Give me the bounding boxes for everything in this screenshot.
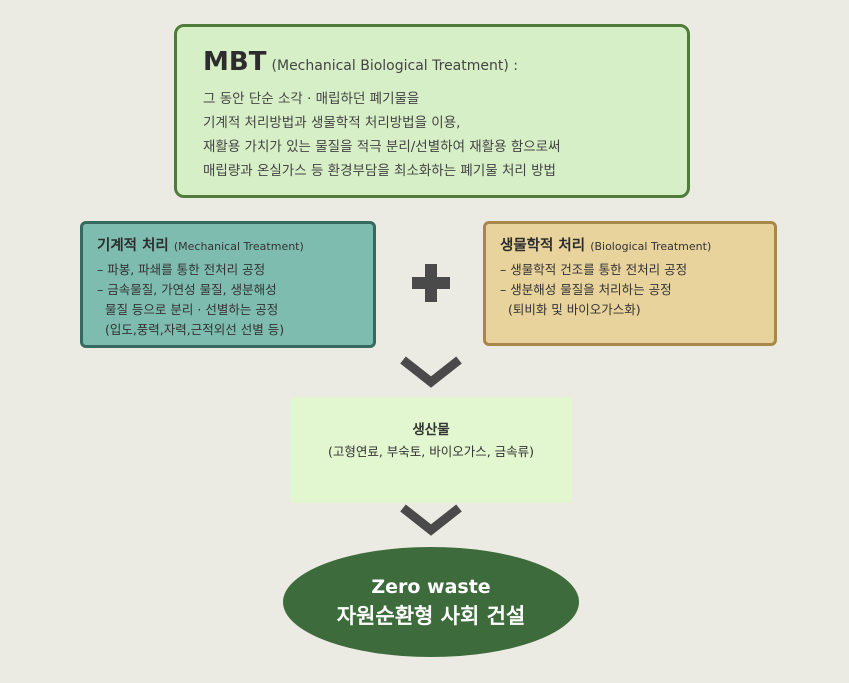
mechanical-title: 기계적 처리 (Mechanical Treatment) <box>97 234 363 258</box>
arrow-down-icon <box>400 504 462 536</box>
biological-line: – 생분해성 물질을 처리하는 공정 <box>500 282 672 297</box>
mbt-definition-box: MBT (Mechanical Biological Treatment) : … <box>174 24 690 198</box>
arrow-down-icon <box>400 356 462 388</box>
plus-icon <box>412 264 450 302</box>
mbt-full-name: (Mechanical Biological Treatment) : <box>271 58 518 74</box>
zero-waste-goal: Zero waste 자원순환형 사회 건설 <box>283 547 579 657</box>
goal-line-1: Zero waste <box>371 576 491 598</box>
mbt-description-line: 재활용 가치가 있는 물질을 적극 분리/선별하여 재활용 함으로써 <box>203 139 561 155</box>
biological-title-en: (Biological Treatment) <box>590 240 712 253</box>
biological-title-ko: 생물학적 처리 <box>500 238 586 254</box>
mbt-title: MBT (Mechanical Biological Treatment) : <box>203 45 663 83</box>
mechanical-title-ko: 기계적 처리 <box>97 238 169 254</box>
biological-line: – 생물학적 건조를 통한 전처리 공정 <box>500 262 688 277</box>
biological-title: 생물학적 처리 (Biological Treatment) <box>500 234 766 258</box>
biological-treatment-box: 생물학적 처리 (Biological Treatment) – 생물학적 건조… <box>483 221 777 346</box>
biological-line: (퇴비화 및 바이오가스화) <box>500 302 641 317</box>
mbt-description-line: 매립량과 온실가스 등 환경부담을 최소화하는 폐기물 처리 방법 <box>203 163 556 179</box>
mbt-description-line: 기계적 처리방법과 생물학적 처리방법을 이용, <box>203 115 461 131</box>
mechanical-line: – 금속물질, 가연성 물질, 생분해성 <box>97 282 277 297</box>
mechanical-treatment-box: 기계적 처리 (Mechanical Treatment) – 파봉, 파쇄를 … <box>80 221 376 348</box>
mbt-abbr: MBT <box>203 47 267 77</box>
mechanical-line: – 파봉, 파쇄를 통한 전처리 공정 <box>97 262 266 277</box>
product-title: 생산물 <box>412 422 450 438</box>
mechanical-line: 물질 등으로 분리 · 선별하는 공정 <box>97 302 279 317</box>
mbt-description-line: 그 동안 단순 소각 · 매립하던 폐기물을 <box>203 91 420 107</box>
product-box: 생산물 (고형연료, 부숙토, 바이오가스, 금속류) <box>290 397 572 503</box>
goal-line-2: 자원순환형 사회 건설 <box>336 604 526 628</box>
mechanical-title-en: (Mechanical Treatment) <box>173 240 304 253</box>
mechanical-line: (입도,풍력,자력,근적외선 선별 등) <box>97 322 285 337</box>
product-subtitle: (고형연료, 부숙토, 바이오가스, 금속류) <box>327 444 535 459</box>
